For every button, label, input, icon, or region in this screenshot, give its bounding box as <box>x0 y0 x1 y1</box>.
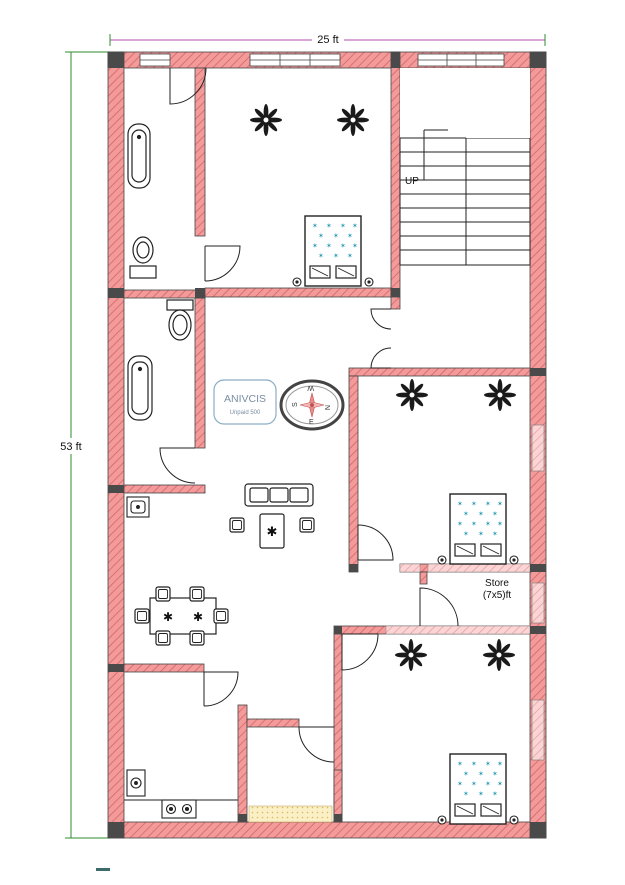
coffee-table: ✱ <box>259 513 285 549</box>
dining-chair-icon <box>189 630 205 646</box>
dimension-lines <box>55 32 546 839</box>
dining-chair-icon <box>134 608 150 624</box>
dining-chair-icon <box>155 630 171 646</box>
plant-icon <box>483 378 517 412</box>
dining-table: ✱ ✱ <box>149 597 217 635</box>
dining-chair-icon <box>189 586 205 602</box>
svg-text:✱: ✱ <box>163 610 173 624</box>
compass-e: E <box>309 419 314 426</box>
watermark-tag: Unpaid 500 <box>230 410 261 416</box>
height-dimension: 53 ft <box>60 441 81 453</box>
svg-text:✱: ✱ <box>267 525 278 540</box>
scale-mark <box>96 868 110 871</box>
wash-basin <box>126 496 150 518</box>
toilet-1 <box>129 236 157 279</box>
compass-n: N <box>323 405 330 410</box>
bed-icon <box>437 493 519 565</box>
plant-icon <box>482 638 516 672</box>
compass-w: W <box>307 384 314 391</box>
top-windows <box>139 53 505 67</box>
bathtub-1 <box>127 123 151 189</box>
bed-icon <box>292 215 374 287</box>
svg-text:✱: ✱ <box>193 610 203 624</box>
sofa-icon <box>244 483 314 507</box>
columns <box>108 52 546 838</box>
toilet-2 <box>166 299 194 341</box>
armchair-icon <box>229 517 245 533</box>
armchair-icon <box>299 517 315 533</box>
watermark-brand: ANIVCIS <box>224 393 266 405</box>
watermark-logo <box>213 379 277 425</box>
compass-s: S <box>292 402 299 407</box>
store-size-label: (7x5)ft <box>483 590 512 601</box>
kitchen-counter <box>124 769 238 819</box>
right-windows <box>531 424 545 761</box>
bed-icon <box>437 753 519 825</box>
plant-icon <box>336 103 370 137</box>
plant-icon <box>395 378 429 412</box>
width-dimension: 25 ft <box>317 34 338 46</box>
bathtub-2 <box>127 355 153 421</box>
store-label: Store <box>485 578 509 589</box>
plant-icon <box>249 103 283 137</box>
stair-up-label: UP <box>405 176 419 187</box>
staircase <box>399 68 531 266</box>
doors <box>159 67 459 763</box>
floor-tile-strip <box>248 805 333 823</box>
dining-chair-icon <box>213 608 229 624</box>
compass-icon <box>279 379 345 431</box>
plant-icon <box>394 638 428 672</box>
dining-chair-icon <box>155 586 171 602</box>
